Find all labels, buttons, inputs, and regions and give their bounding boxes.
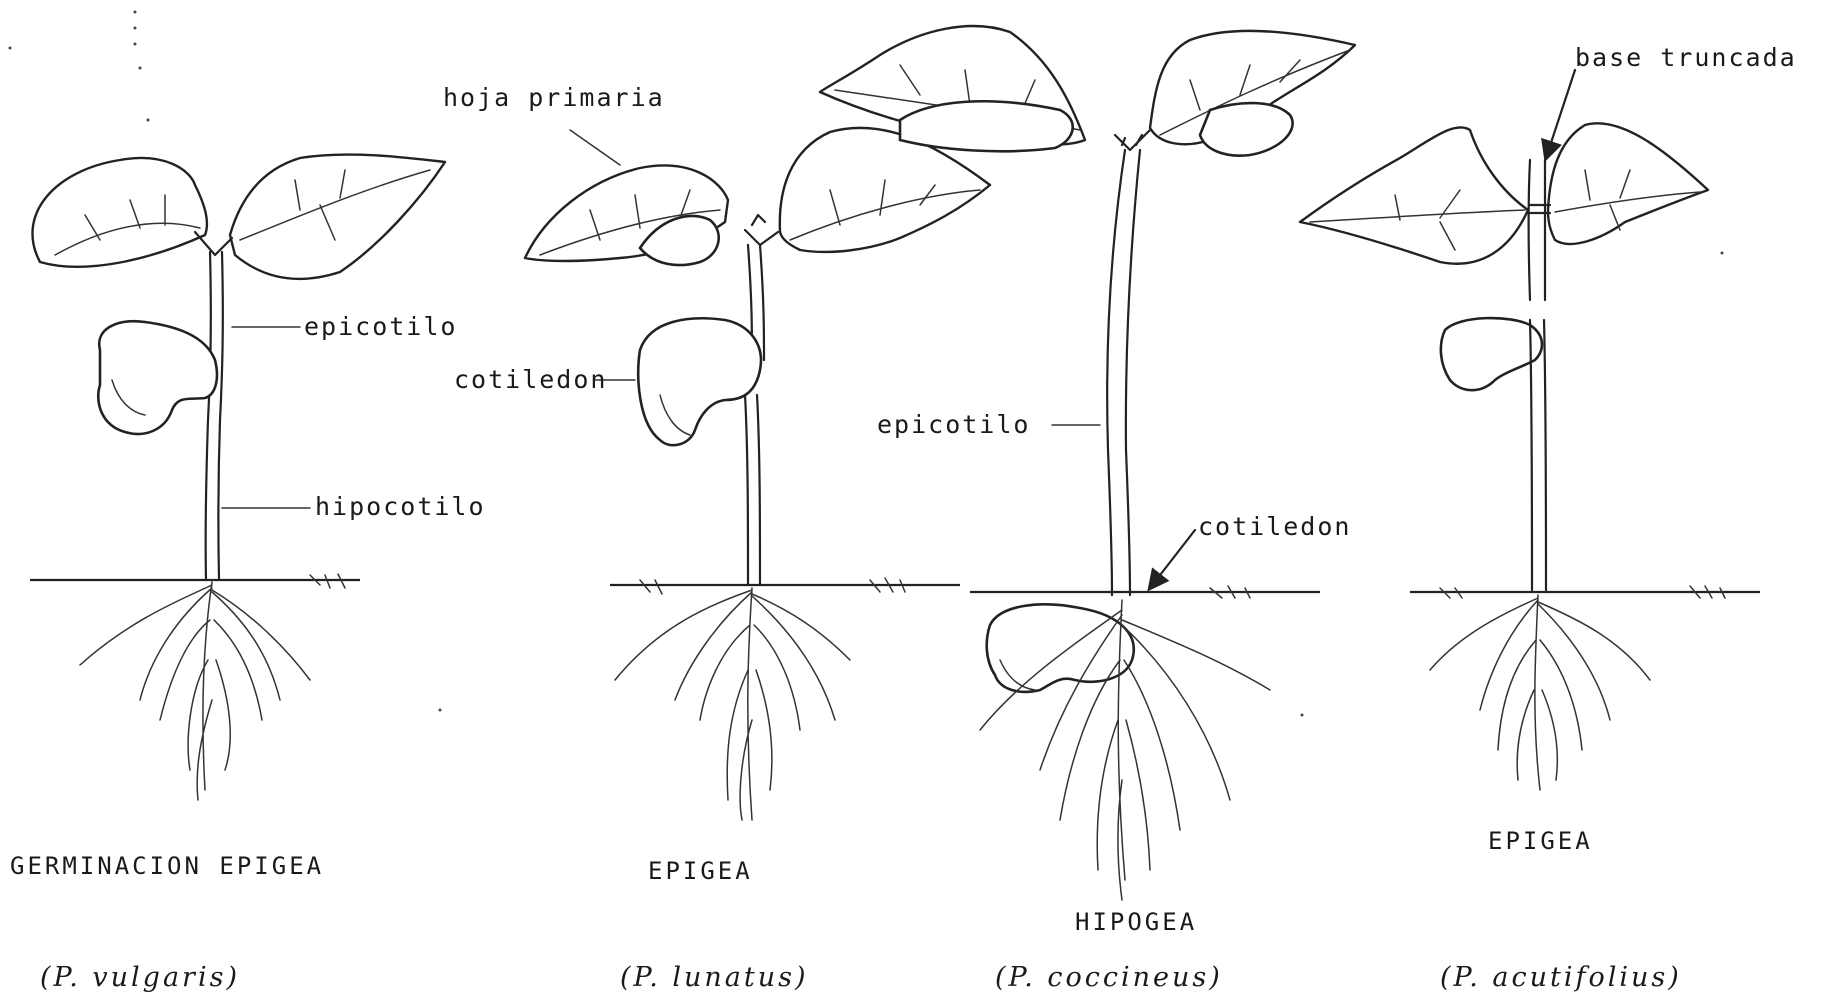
primary-leaf-right-1 xyxy=(230,155,445,279)
cotyledon-2 xyxy=(638,318,761,445)
primary-leaf-left-1 xyxy=(32,158,206,267)
caption-plant-4: EPIGEA xyxy=(1488,827,1593,855)
species-plant-1: (P. vulgaris) xyxy=(40,962,240,993)
primary-leaf-right-4 xyxy=(1548,123,1708,244)
label-hoja-primaria: hoja primaria xyxy=(443,83,665,112)
label-cotiledon-1: cotiledon xyxy=(454,365,607,394)
label-base-truncada: base truncada xyxy=(1575,43,1797,72)
species-plant-4: (P. acutifolius) xyxy=(1440,962,1682,993)
primary-leaf-left-4 xyxy=(1300,127,1528,263)
species-plant-2: (P. lunatus) xyxy=(620,962,809,993)
plant-acutifolius xyxy=(1300,70,1760,790)
cotyledon-1 xyxy=(98,321,217,434)
label-hipocotilo: hipocotilo xyxy=(315,492,486,521)
cotiledon-arrow xyxy=(1150,530,1195,588)
label-epicotilo-2: epicotilo xyxy=(877,410,1030,439)
label-epicotilo-1: epicotilo xyxy=(304,312,457,341)
species-plant-3: (P. coccineus) xyxy=(995,962,1223,993)
caption-plant-1: GERMINACION EPIGEA xyxy=(10,852,324,880)
label-cotiledon-2: cotiledon xyxy=(1198,512,1351,541)
plant-vulgaris xyxy=(30,155,445,800)
caption-plant-2: EPIGEA xyxy=(648,857,753,885)
cotyledon-4 xyxy=(1441,318,1542,390)
plant-lunatus xyxy=(525,128,990,820)
caption-plant-3: HIPOGEA xyxy=(1075,908,1197,936)
